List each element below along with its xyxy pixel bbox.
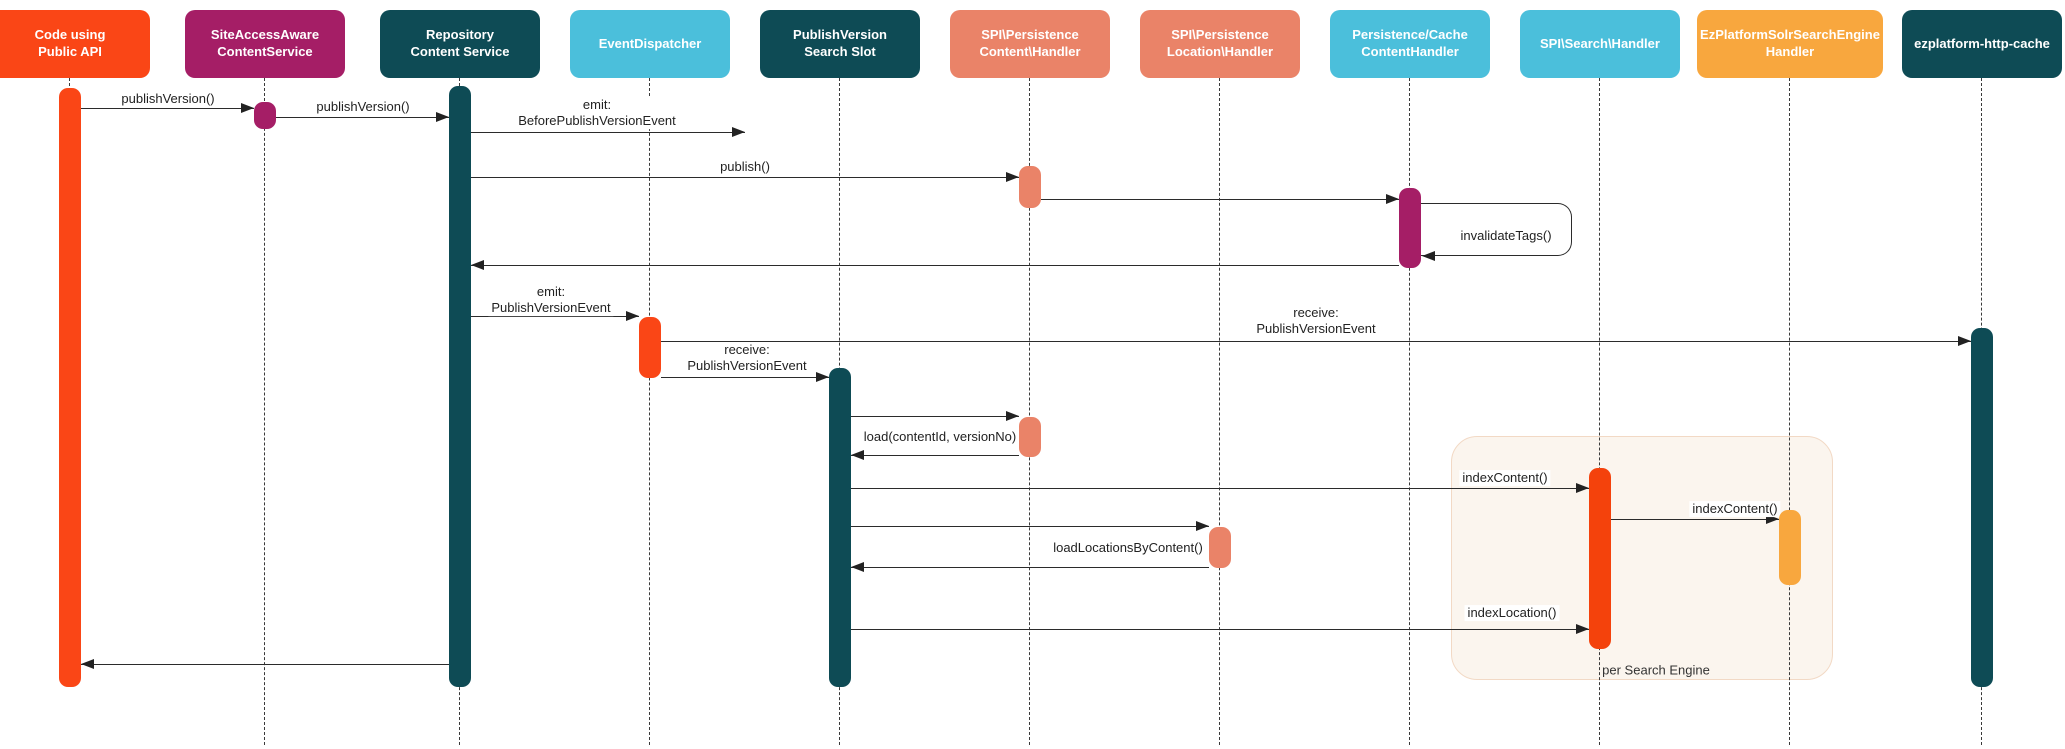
arrowhead-icon bbox=[1958, 336, 1971, 347]
arrowhead-icon bbox=[1196, 521, 1209, 532]
lifeline-event-dispatcher bbox=[649, 78, 651, 745]
activation-code-public-api bbox=[59, 88, 81, 687]
arrowhead-icon bbox=[626, 311, 639, 322]
arrowhead-icon bbox=[851, 562, 864, 573]
participant-header-event-dispatcher: EventDispatcher bbox=[570, 10, 730, 78]
arrowhead-icon bbox=[1386, 194, 1399, 205]
arrowhead-icon bbox=[81, 659, 94, 670]
message-label: publish() bbox=[717, 159, 773, 175]
message-label: emit: PublishVersionEvent bbox=[488, 284, 614, 316]
activation-ezplatform-http-cache bbox=[1971, 328, 1993, 687]
activation-spi-content-handler bbox=[1019, 417, 1041, 457]
arrowhead-icon bbox=[1422, 250, 1435, 261]
message-line bbox=[661, 377, 829, 378]
activation-spi-search-handler bbox=[1589, 468, 1611, 649]
message-label: publishVersion() bbox=[118, 91, 218, 107]
message-line bbox=[81, 108, 254, 109]
participant-header-ezplatform-http-cache: ezplatform-http-cache bbox=[1902, 10, 2062, 78]
activation-event-dispatcher bbox=[639, 317, 661, 378]
message-line bbox=[851, 416, 1019, 417]
arrowhead-icon bbox=[816, 372, 829, 383]
message-line bbox=[471, 177, 1019, 178]
message-line bbox=[276, 117, 449, 118]
message-label: emit: BeforePublishVersionEvent bbox=[515, 97, 679, 129]
message-line bbox=[661, 341, 1971, 342]
participant-header-spi-content-handler: SPI\Persistence Content\Handler bbox=[950, 10, 1110, 78]
message-line bbox=[471, 316, 639, 317]
message-line bbox=[851, 526, 1209, 527]
message-line bbox=[471, 265, 1399, 266]
activation-solr-search-engine bbox=[1779, 510, 1801, 585]
activation-spi-content-handler bbox=[1019, 166, 1041, 208]
participant-header-spi-location-handler: SPI\Persistence Location\Handler bbox=[1140, 10, 1300, 78]
participant-header-persistence-cache: Persistence/Cache ContentHandler bbox=[1330, 10, 1490, 78]
arrowhead-icon bbox=[436, 112, 449, 123]
arrowhead-icon bbox=[1576, 624, 1589, 635]
lifeline-persistence-cache bbox=[1409, 78, 1411, 745]
arrowhead-icon bbox=[732, 127, 745, 138]
lifeline-siteaccess-aware bbox=[264, 78, 266, 745]
activation-siteaccess-aware bbox=[254, 102, 276, 129]
message-line bbox=[851, 567, 1209, 568]
message-label: receive: PublishVersionEvent bbox=[684, 342, 810, 374]
arrowhead-icon bbox=[851, 450, 864, 461]
arrowhead-icon bbox=[1006, 411, 1019, 422]
activation-persistence-cache bbox=[1399, 188, 1421, 268]
message-label: loadLocationsByContent() bbox=[1050, 540, 1206, 556]
lifeline-spi-content-handler bbox=[1029, 78, 1031, 745]
arrowhead-icon bbox=[1766, 514, 1779, 525]
message-line bbox=[81, 664, 449, 665]
participant-header-siteaccess-aware: SiteAccessAware ContentService bbox=[185, 10, 345, 78]
message-line bbox=[1041, 199, 1399, 200]
participant-header-solr-search-engine: EzPlatformSolrSearchEngine Handler bbox=[1697, 10, 1883, 78]
activation-publish-version-slot bbox=[829, 368, 851, 687]
participant-header-code-public-api: Code using Public API bbox=[0, 10, 150, 78]
participant-header-repository-cs: Repository Content Service bbox=[380, 10, 540, 78]
arrowhead-icon bbox=[241, 103, 254, 114]
message-label: publishVersion() bbox=[313, 99, 413, 115]
arrowhead-icon bbox=[471, 260, 484, 271]
message-label: indexLocation() bbox=[1464, 605, 1560, 621]
lifeline-spi-location-handler bbox=[1219, 78, 1221, 745]
message-line bbox=[851, 488, 1589, 489]
self-message-loop bbox=[1421, 203, 1572, 256]
arrowhead-icon bbox=[1006, 172, 1019, 183]
frame-label: per Search Engine bbox=[1602, 662, 1710, 678]
activation-spi-location-handler bbox=[1209, 527, 1231, 568]
message-line bbox=[851, 629, 1589, 630]
message-label: indexContent() bbox=[1689, 501, 1781, 517]
arrowhead-icon bbox=[1576, 483, 1589, 494]
message-line bbox=[1611, 519, 1779, 520]
lifeline-solr-search-engine bbox=[1789, 78, 1791, 745]
lifeline-spi-search-handler bbox=[1599, 78, 1601, 745]
message-line bbox=[471, 132, 745, 133]
participant-header-spi-search-handler: SPI\Search\Handler bbox=[1520, 10, 1680, 78]
self-message-label: invalidateTags() bbox=[1460, 228, 1552, 244]
participant-header-publish-version-slot: PublishVersion Search Slot bbox=[760, 10, 920, 78]
message-line bbox=[851, 455, 1019, 456]
message-label: receive: PublishVersionEvent bbox=[1253, 305, 1379, 337]
activation-repository-cs bbox=[449, 86, 471, 687]
message-label: load(contentId, versionNo) bbox=[860, 429, 1020, 445]
message-label: indexContent() bbox=[1459, 470, 1551, 486]
